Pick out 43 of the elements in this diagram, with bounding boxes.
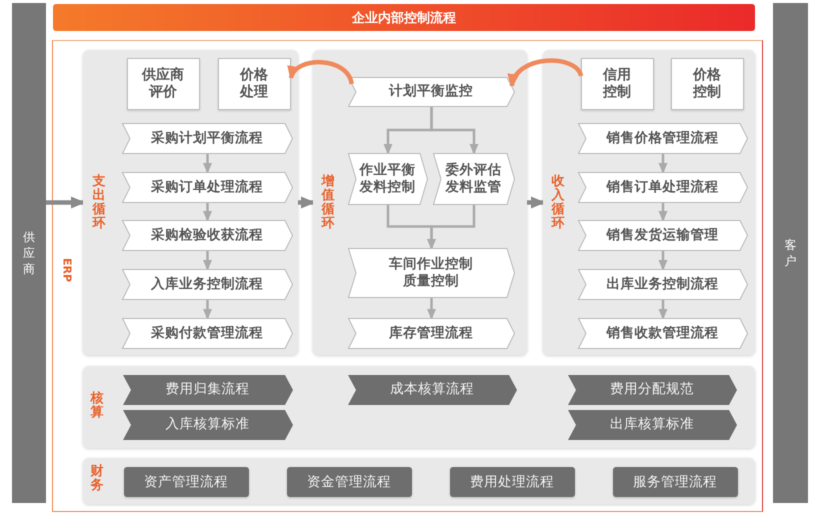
section-panel (82, 50, 298, 354)
process-step: 采购计划平衡流程 (122, 122, 292, 154)
process-step: 计划平衡监控 (348, 76, 514, 106)
system-frame (52, 40, 763, 512)
process-step: 车间作业控制质量控制 (348, 248, 514, 298)
control-box: 价格控制 (670, 58, 744, 110)
section-label: 支出循环 (92, 174, 106, 230)
process-step: 成本核算流程 (348, 374, 516, 404)
process-step: 销售价格管理流程 (578, 122, 748, 154)
process-step: 销售发货运输管理 (578, 220, 748, 250)
section-panel (82, 366, 754, 448)
process-step: 库存管理流程 (348, 318, 514, 348)
process-box: 资金管理流程 (286, 466, 412, 496)
process-step: 采购检验收获流程 (122, 220, 292, 250)
process-box: 资产管理流程 (124, 466, 248, 496)
control-box: 供应商评价 (126, 58, 200, 110)
process-step: 费用分配规范 (568, 374, 736, 404)
section-panel (82, 458, 754, 504)
frame-label: ERP (60, 258, 72, 282)
section-panel (312, 50, 526, 354)
section-label: 核算 (90, 392, 104, 420)
section-label: 收入循环 (552, 174, 564, 230)
process-step: 费用归集流程 (122, 374, 292, 404)
section-label: 增值循环 (322, 174, 334, 230)
process-box: 费用处理流程 (450, 466, 574, 496)
side-bar: 供应商 (12, 3, 46, 503)
process-step: 销售收款管理流程 (578, 318, 748, 348)
process-step: 入库业务控制流程 (122, 268, 292, 300)
process-step: 采购付款管理流程 (122, 318, 292, 348)
title-banner: 企业内部控制流程 (53, 4, 755, 31)
process-step: 出库业务控制流程 (578, 268, 748, 300)
process-step: 委外评估发料监管 (432, 152, 514, 204)
section-panel (542, 50, 754, 354)
control-box: 价格处理 (218, 58, 290, 110)
section-label: 财务 (90, 464, 104, 492)
process-step: 采购订单处理流程 (122, 172, 292, 202)
process-step: 出库核算标准 (568, 410, 736, 440)
process-step: 入库核算标准 (122, 410, 292, 440)
process-step: 销售订单处理流程 (578, 172, 748, 202)
side-bar: 客户 (773, 3, 808, 503)
process-step: 作业平衡发料控制 (348, 152, 428, 204)
control-box: 信用控制 (580, 58, 654, 110)
process-box: 服务管理流程 (612, 466, 738, 496)
